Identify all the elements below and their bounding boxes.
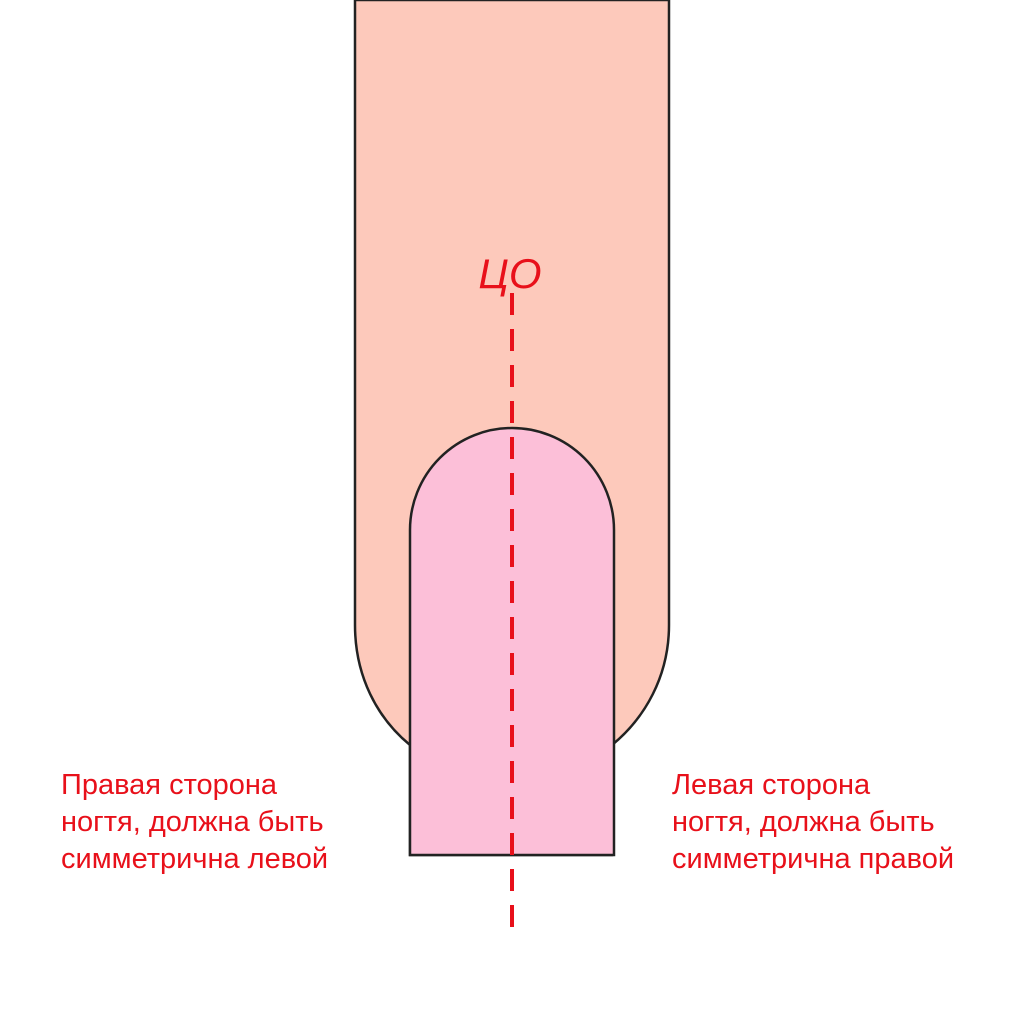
left-side-caption-line: Левая сторона	[672, 769, 871, 801]
right-side-caption-line: ногтя, должна быть	[61, 806, 324, 838]
right-side-caption-line: симметрична левой	[61, 843, 329, 875]
left-side-caption-line: ногтя, должна быть	[672, 806, 935, 838]
right-side-caption: Правая сторона ногтя, должна быть симмет…	[61, 767, 328, 878]
left-side-caption: Левая сторона ногтя, должна быть симметр…	[672, 767, 954, 878]
center-axis-label: ЦО	[478, 250, 541, 297]
left-side-caption-line: симметрична правой	[672, 843, 955, 875]
nail-shape	[408, 426, 616, 857]
right-side-caption-line: Правая сторона	[61, 769, 278, 801]
